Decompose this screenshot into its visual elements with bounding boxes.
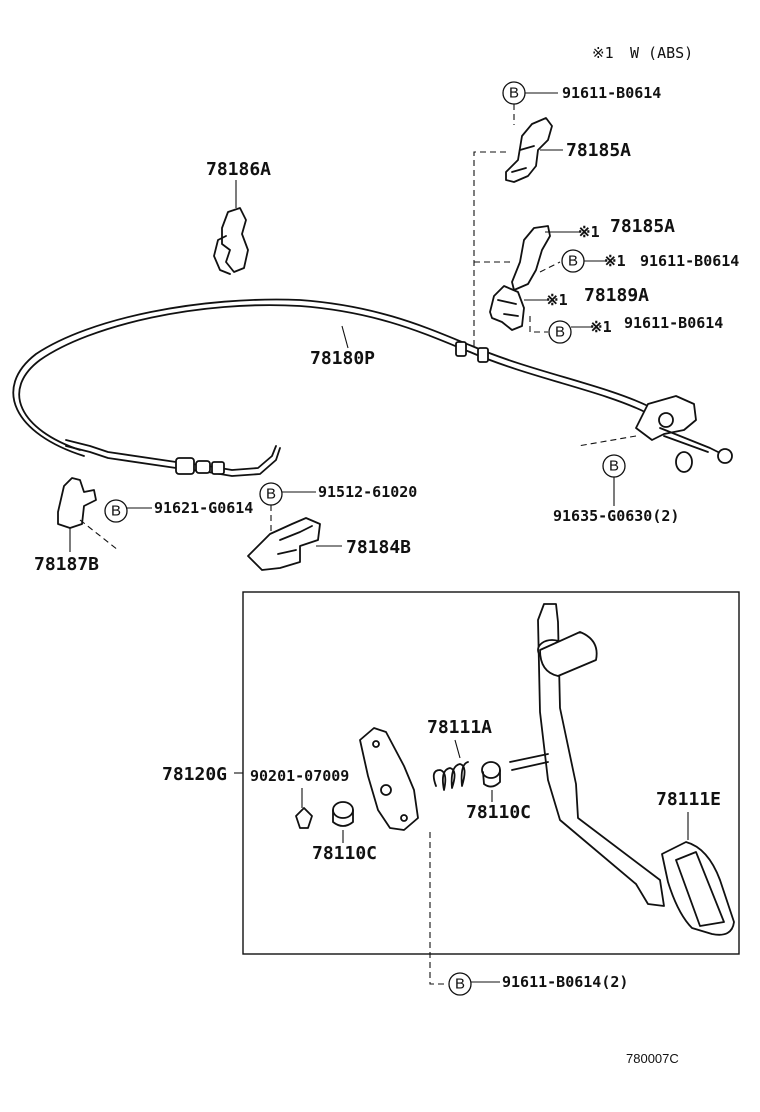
bracket-78184B: 78184B xyxy=(247,517,411,571)
part-number-78184B: 78184B xyxy=(346,537,411,558)
part-number-78111A: 78111A xyxy=(427,717,492,738)
part-number-78111E: 78111E xyxy=(656,789,721,810)
part-number-91611-abs1: 91611-B0614 xyxy=(640,252,739,270)
part-number-91611-bottom: 91611-B0614(2) xyxy=(502,973,628,991)
part-number-78120G: 78120G xyxy=(162,764,227,785)
part-number-78110C-left: 78110C xyxy=(312,843,377,864)
accelerator-cable-78180P: 78180P xyxy=(12,298,649,477)
part-number-90201: 90201-07009 xyxy=(250,767,349,785)
part-number-91611-abs2: 91611-B0614 xyxy=(624,314,723,332)
abs-legend-text: W (ABS) xyxy=(630,44,693,62)
bracket-78185A-top-shape xyxy=(505,117,553,183)
abs-mark-78189A: ※1 xyxy=(546,291,568,309)
pedal-assembly-78120G: 78120G 90201-07009 78110C 78111A 78110C … xyxy=(162,591,740,955)
clamp-78186A: 78186A xyxy=(206,159,271,275)
bracket-78185A-abs: ※1 78185A xyxy=(511,216,675,291)
bushing-78110C-left xyxy=(332,801,354,819)
abs-mark-78185A: ※1 xyxy=(578,223,600,241)
callout-91611-top: B 91611-B0614 xyxy=(502,81,661,125)
callout-91621: B 91621-G0614 xyxy=(79,499,253,551)
bolt-marker-circle xyxy=(448,972,472,996)
part-number-78185A-top: 78185A xyxy=(566,140,631,161)
bolt-marker-circle xyxy=(548,320,572,344)
drawing-code: 780007C xyxy=(626,1051,679,1066)
bracket-78187B: 78187B xyxy=(34,477,99,575)
pedal-stopper-cylinder xyxy=(539,631,598,677)
bolt-marker-letter: B xyxy=(455,976,465,993)
bolt-marker-circle xyxy=(104,499,128,523)
callout-91611-abs2: B ※1 91611-B0614 xyxy=(529,314,723,344)
pedal-pivot-shaft xyxy=(509,753,549,771)
part-number-91512: 91512-61020 xyxy=(318,483,417,501)
abs-mark-91611-2: ※1 xyxy=(590,318,612,336)
part-number-91635: 91635-G0630(2) xyxy=(553,507,679,525)
pedal-pad-78111E xyxy=(661,841,735,936)
clamp-78186A-shape xyxy=(221,207,249,273)
cable-inner-line xyxy=(12,298,649,457)
bracket-78189A-abs-shape xyxy=(489,285,525,331)
bolt-marker-letter: B xyxy=(266,486,276,503)
throttle-end-bracket xyxy=(635,395,733,473)
callout-91635: B 91635-G0630(2) xyxy=(553,435,679,525)
bracket-78189A-abs: ※1 78189A xyxy=(489,285,649,331)
washer-90201 xyxy=(295,807,313,829)
part-number-78185A-abs: 78185A xyxy=(610,216,675,237)
cable-grommet xyxy=(455,341,467,357)
bracket-78185A-abs-shape xyxy=(511,225,551,291)
part-number-91621: 91621-G0614 xyxy=(154,499,253,517)
pedal-bracket-plate xyxy=(359,727,419,831)
part-number-78187B: 78187B xyxy=(34,554,99,575)
return-spring-78111A xyxy=(432,761,469,791)
cable-adjuster-nut xyxy=(175,457,195,475)
cable-adjuster-locknut xyxy=(195,460,211,474)
callout-91611-abs1: B ※1 91611-B0614 xyxy=(539,249,739,273)
bolt-marker-letter: B xyxy=(111,503,121,520)
abs-legend: ※1 W (ABS) xyxy=(592,44,693,62)
pedal-arm xyxy=(537,603,665,907)
part-number-78180P: 78180P xyxy=(310,348,375,369)
bolt-marker-letter: B xyxy=(609,458,619,475)
abs-legend-mark: ※1 xyxy=(592,44,614,62)
part-number-78189A-abs: 78189A xyxy=(584,285,649,306)
abs-mark-91611-1: ※1 xyxy=(604,252,626,270)
bracket-78185A-top: 78185A xyxy=(505,117,631,183)
bolt-marker-letter: B xyxy=(509,85,519,102)
bolt-marker-letter: B xyxy=(555,324,565,341)
bolt-marker-letter: B xyxy=(568,253,578,270)
part-number-91611-top: 91611-B0614 xyxy=(562,84,661,102)
callout-91611-bottom: B 91611-B0614(2) xyxy=(429,832,628,996)
bracket-78184B-shape xyxy=(247,517,321,571)
cable-outer-line xyxy=(18,304,646,451)
part-number-78186A: 78186A xyxy=(206,159,271,180)
bushing-78110C-right xyxy=(481,761,501,779)
part-number-78110C-right: 78110C xyxy=(466,802,531,823)
bracket-78187B-shape xyxy=(57,477,97,529)
